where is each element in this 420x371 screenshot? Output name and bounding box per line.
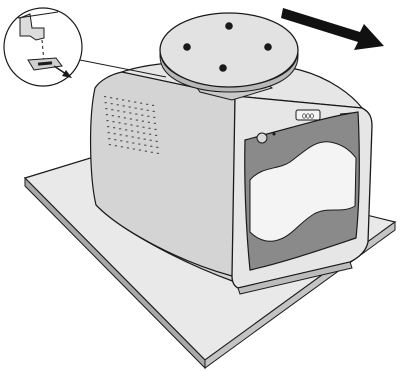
vent-slot [104,96,106,97]
vent-slot [117,110,119,111]
vent-slot [150,140,152,141]
vent-slot [145,151,147,152]
vent-slot [118,116,120,117]
vent-slot [148,122,150,123]
vent-slot [115,145,117,146]
vent-slot [111,109,113,110]
power-button [257,133,267,143]
vent-slot [148,128,150,129]
vent-slot [134,102,136,103]
vent-slot [141,115,143,116]
swivel-screw-hole-right [264,43,272,51]
vent-slot [131,130,133,131]
vent-slot [113,127,115,128]
vent-slot [108,132,110,133]
swivel-screw-hole-left [183,43,191,51]
vent-slot [136,120,138,121]
vent-slot [106,120,108,121]
vent-slot [128,100,130,101]
vent-slot [125,129,127,130]
vent-slot [122,99,124,100]
vent-slot [108,138,110,139]
vent-slot [152,105,154,106]
vent-slot [112,115,114,116]
vent-slot [156,141,158,142]
vent-slot [140,103,142,104]
vent-slot [142,127,144,128]
vent-slot [153,117,155,118]
vent-slot [124,117,126,118]
vent-slot [147,116,149,117]
vent-slot [126,141,128,142]
vent-slot [135,114,137,115]
vent-slot [111,103,113,104]
vent-slot [150,146,152,147]
vent-slot [105,102,107,103]
vent-slot [114,139,116,140]
vent-slot [156,147,158,148]
vent-slot [144,139,146,140]
vent-slot [106,114,108,115]
vent-slot [138,144,140,145]
vent-slot [155,135,157,136]
power-led [273,133,276,136]
vent-slot [118,122,120,123]
control-badge: 000 [296,110,320,121]
vent-slot [123,111,125,112]
vent-slot [146,104,148,105]
vent-slot [154,123,156,124]
vent-slot [157,153,159,154]
vent-slot [136,126,138,127]
vent-slot [120,140,122,141]
vent-slot [135,108,137,109]
swivel-screw-hole-bottom [219,64,227,72]
vent-slot [142,121,144,122]
control-badge-text: 000 [302,114,314,121]
vent-slot [116,98,118,99]
vent-slot [129,112,131,113]
vent-slot [141,109,143,110]
vent-slot [110,97,112,98]
vent-slot [123,105,125,106]
vent-slot [105,108,107,109]
vent-slot [139,150,141,151]
vent-slot [126,135,128,136]
vent-slot [143,133,145,134]
vent-slot [129,106,131,107]
vent-slot [121,146,123,147]
swivel-screw-hole-top [225,22,233,30]
vent-slot [153,111,155,112]
vent-slot [147,110,149,111]
vent-slot [107,126,109,127]
vent-slot [154,129,156,130]
vent-slot [119,128,121,129]
vent-slot [124,123,126,124]
vent-slot [133,148,135,149]
vent-slot [138,138,140,139]
vent-slot [114,133,116,134]
vent-slot [127,147,129,148]
vent-slot [149,134,151,135]
vent-slot [137,132,139,133]
vent-slot [130,124,132,125]
vent-slot [120,134,122,135]
vent-slot [109,144,111,145]
vent-slot [132,142,134,143]
vent-slot [117,104,119,105]
vent-slot [130,118,132,119]
vent-slot [144,145,146,146]
vent-slot [151,152,153,153]
vent-slot [132,136,134,137]
vent-slot [112,121,114,122]
